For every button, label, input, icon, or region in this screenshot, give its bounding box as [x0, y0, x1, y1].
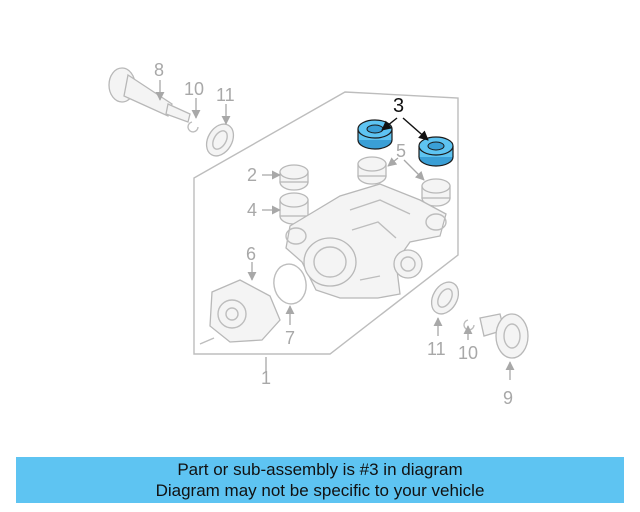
mount-bushing-part-3-left[interactable] [357, 119, 393, 150]
callout-9: 9 [503, 388, 513, 408]
leader-part-3-left [381, 117, 398, 131]
o-ring-part-7 [273, 263, 307, 305]
cover-part-6 [199, 279, 281, 345]
bushing-part-5-right [421, 178, 451, 207]
banner-line-disclaimer: Diagram may not be specific to your vehi… [155, 481, 485, 500]
differential-housing-part-1 [285, 183, 447, 299]
callout-4: 4 [247, 200, 257, 220]
output-shaft-part-8 [108, 67, 191, 123]
mount-bushing-part-3-right[interactable] [418, 136, 454, 167]
callout-3[interactable]: 3 [393, 95, 404, 117]
callout-10-lower: 10 [458, 343, 478, 363]
callout-6: 6 [246, 244, 256, 264]
callout-11-upper: 11 [216, 85, 235, 105]
callout-11-lower: 11 [427, 339, 446, 359]
callout-8: 8 [154, 60, 164, 80]
circlip-part-10-lower [463, 319, 475, 331]
circlip-part-10-upper [187, 121, 199, 133]
output-flange-part-9 [479, 313, 529, 359]
callout-10-upper: 10 [184, 79, 204, 99]
banner-line-part-number: Part or sub-assembly is #3 in diagram [177, 460, 463, 479]
parts-diagram: 8 10 11 3 5 2 4 6 7 1 11 10 9 [108, 60, 529, 408]
seal-part-11-upper [205, 123, 235, 157]
bushing-part-5-left [357, 156, 387, 185]
leader-part-3-right [402, 117, 429, 141]
callout-2: 2 [247, 165, 257, 185]
info-banner: Part or sub-assembly is #3 in diagram Di… [16, 457, 624, 503]
bushing-part-2 [279, 164, 309, 191]
assembly-outline [193, 91, 459, 355]
callout-1: 1 [261, 368, 271, 388]
callout-7: 7 [285, 328, 295, 348]
seal-part-11-lower [430, 281, 460, 315]
callout-5: 5 [396, 141, 406, 161]
